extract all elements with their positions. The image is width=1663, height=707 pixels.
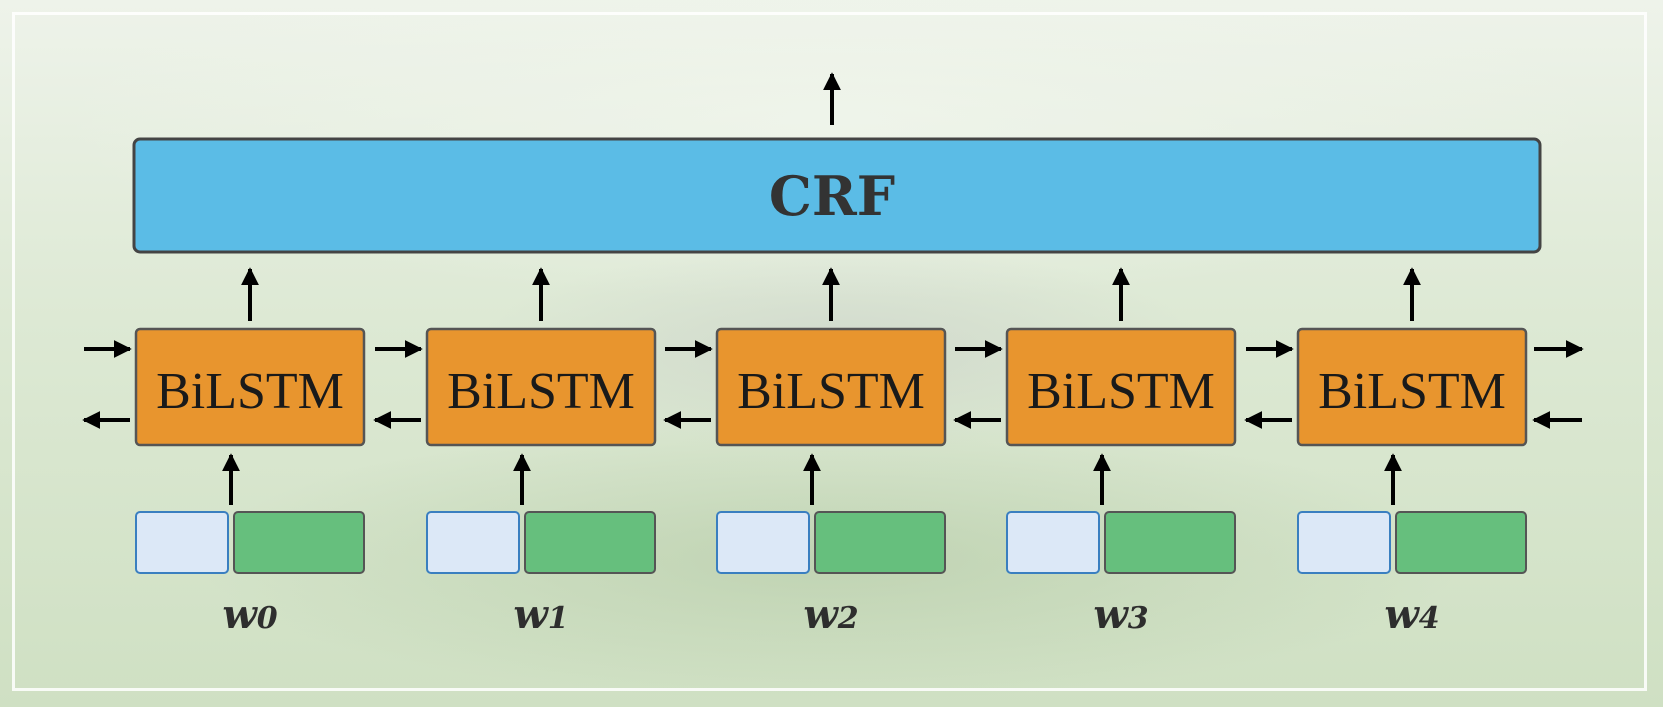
word-label: w2 (803, 591, 858, 638)
bilstm-cell-label: BiLSTM (1027, 363, 1215, 420)
char-embedding (1297, 511, 1391, 574)
word-embedding (814, 511, 946, 574)
word-label: w0 (222, 591, 277, 638)
crf-box (132, 137, 1542, 254)
char-embedding (426, 511, 520, 574)
bilstm-cell (425, 327, 657, 447)
bilstm-cell-label: BiLSTM (1318, 363, 1506, 420)
char-embedding (716, 511, 810, 574)
word-embedding (1104, 511, 1236, 574)
bilstm-cell (1296, 327, 1528, 447)
word-label: w4 (1384, 591, 1439, 638)
word-embedding (233, 511, 365, 574)
char-embedding (135, 511, 229, 574)
bilstm-cell-label: BiLSTM (737, 363, 925, 420)
char-embedding (1006, 511, 1100, 574)
word-labels: w0 w1 w2 w3 w4 (222, 591, 1439, 638)
word-label: w3 (1093, 591, 1148, 638)
word-label: w1 (513, 591, 568, 638)
crf-label: CRF (769, 164, 895, 228)
white-frame (12, 12, 1647, 691)
bilstm-layer: BiLSTM BiLSTM BiLSTM BiLSTM BiLSTM (82, 267, 1584, 447)
embedding-layer (135, 453, 1527, 574)
bilstm-cell (1005, 327, 1237, 447)
bilstm-cell-label: BiLSTM (447, 363, 635, 420)
crf-layer: CRF (132, 137, 1542, 254)
bilstm-cell-label: BiLSTM (156, 363, 344, 420)
word-embedding (524, 511, 656, 574)
bilstm-cell (134, 327, 366, 447)
bilstm-cell (715, 327, 947, 447)
word-embedding (1395, 511, 1527, 574)
